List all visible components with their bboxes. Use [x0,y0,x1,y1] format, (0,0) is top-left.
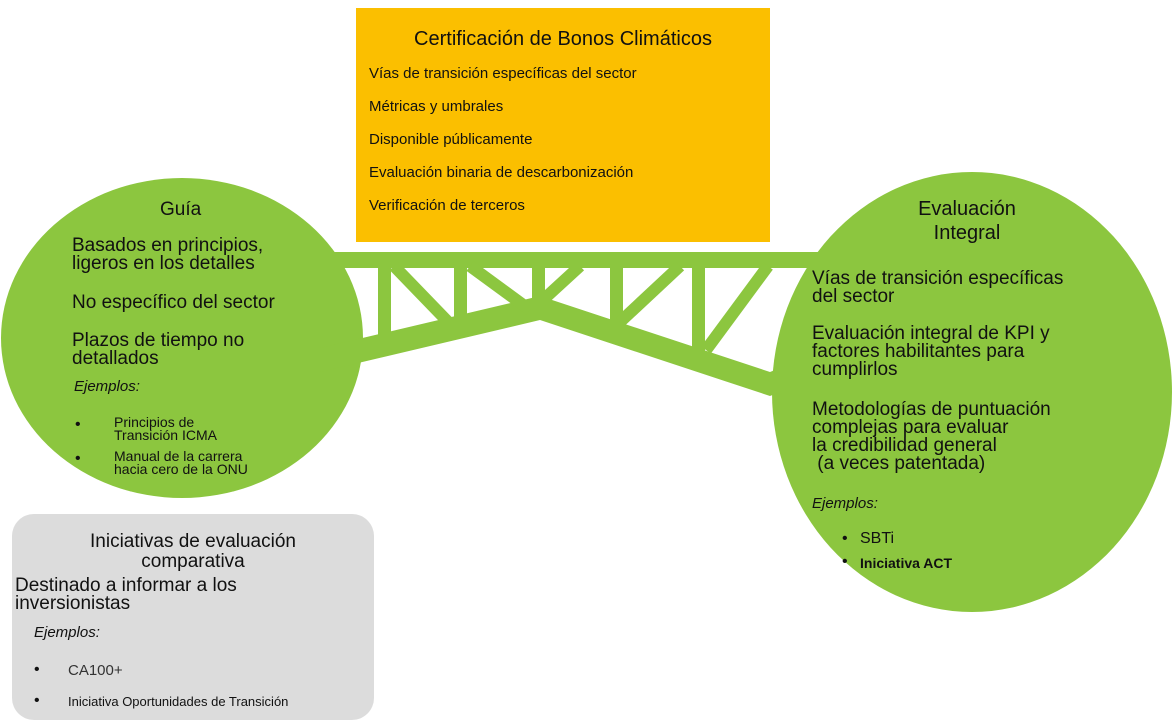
comparative-example: Iniciativa Oportunidades de Transición [68,694,289,709]
bullet-dot: • [842,530,848,547]
integral-title: Evaluación Integral [918,198,1016,244]
bullet-dot: • [34,692,40,709]
integral-example: SBTi [860,530,895,547]
certification-title: Certificación de Bonos Climáticos [414,28,712,50]
guide-circle [1,178,363,498]
bridge-post [610,262,623,324]
comparative-title: Iniciativas de evaluación comparativa [90,531,296,572]
certification-item: Vías de transición específicas del secto… [369,65,637,82]
bullet-dot: • [842,553,848,570]
integral-circle [772,172,1172,612]
integral-example: Iniciativa ACT [860,555,953,571]
guide-point: No específico del sector [72,292,275,313]
guide-point: Plazos de tiempo no detallados [72,330,245,369]
guide-point: Basados en principios, ligeros en los de… [72,235,264,274]
bridge-post [454,262,467,322]
bridge-diagonal [389,261,457,331]
guide-title: Guía [160,199,202,220]
bullet-dot: • [75,450,81,467]
comparative-example: CA100+ [68,662,123,679]
bridge-diagonal [466,261,534,315]
integral-point: Evaluación integral de KPI y factores ha… [812,323,1050,380]
comparative-box [12,514,374,720]
integral-examples-label: Ejemplos: [812,495,878,512]
integral-point: Metodologías de puntuación complejas par… [812,399,1051,474]
certification-item: Verificación de terceros [369,197,525,214]
comparative-examples-label: Ejemplos: [34,624,100,641]
certification-item: Evaluación binaria de descarbonización [369,164,634,181]
guide-example: Principios de Transición ICMA [114,414,217,443]
guide-example: Manual de la carrera hacia cero de la ON… [114,448,248,477]
bridge-diagonal [701,262,773,354]
bullet-dot: • [75,416,81,433]
bridge-post [378,262,391,344]
certification-item: Disponible públicamente [369,131,533,148]
certification-box: Certificación de Bonos Climáticos Vías d… [356,8,770,242]
guide-examples-label: Ejemplos: [74,378,140,395]
bridge-diagonal [527,261,585,315]
certification-item: Métricas y umbrales [369,98,504,115]
bullet-dot: • [34,661,40,678]
integral-point: Vías de transición específicas del secto… [812,268,1064,307]
bridge-post [692,262,705,352]
bridge-diagonal [615,261,685,327]
comparative-subtitle: Destinado a informar a los inversionista… [15,575,237,614]
